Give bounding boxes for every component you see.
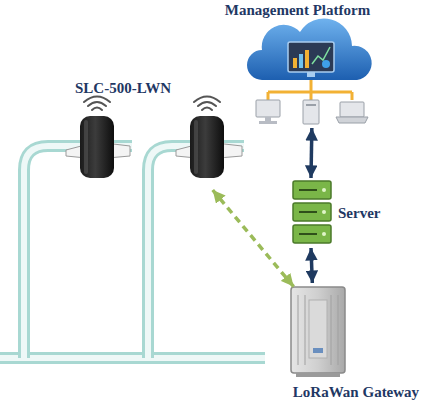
node-label: SLC-500-LWN	[75, 80, 245, 97]
server-node: Server	[290, 178, 390, 248]
gateway-device	[291, 287, 345, 377]
computer-stand	[265, 117, 271, 121]
server-stack	[293, 181, 331, 243]
gateway-bracket	[296, 373, 340, 377]
server-led	[322, 188, 326, 192]
gateway-body	[291, 287, 345, 373]
lamp-left	[66, 97, 130, 179]
wire	[267, 92, 270, 100]
pole-outline	[148, 146, 244, 358]
wifi-arc	[194, 97, 220, 103]
wireless-link	[213, 190, 294, 287]
chart-bar	[299, 54, 303, 68]
wifi-arc	[202, 108, 212, 111]
gateway-logo	[313, 348, 323, 353]
monitor-stand	[307, 72, 315, 77]
pole-outline	[24, 146, 132, 358]
cloud-shape	[247, 18, 372, 80]
network-wires	[268, 80, 352, 100]
server-led	[322, 210, 326, 214]
device-highlight	[194, 120, 198, 174]
node-label: LoRaWan Gateway	[278, 384, 434, 401]
wifi-arc	[198, 102, 216, 106]
chart-bar	[293, 58, 297, 68]
computer-tower	[303, 100, 319, 124]
chart-dot	[322, 60, 330, 68]
controller-node: SLC-500-LWN	[55, 80, 245, 190]
chart-bar	[305, 50, 309, 68]
network-link	[311, 248, 312, 283]
tower-slot	[306, 104, 316, 106]
wire	[310, 80, 313, 100]
pole-inner	[148, 146, 244, 358]
server-led	[322, 232, 326, 236]
ground-line-inner	[0, 355, 265, 361]
node-label: Server	[338, 205, 390, 222]
wifi-symbol	[84, 97, 110, 111]
gateway-panel	[309, 300, 327, 358]
laptop-base	[336, 117, 368, 123]
wire	[351, 92, 354, 100]
controller-device	[80, 116, 114, 178]
computer-monitor	[256, 100, 280, 117]
pole-inner	[24, 146, 132, 358]
wifi-arc	[88, 102, 106, 106]
laptop-screen	[340, 102, 364, 117]
node-label: Management Platform	[215, 2, 380, 19]
wifi-symbol	[194, 97, 220, 111]
platform-node: Management Platform	[215, 0, 380, 128]
monitor-screen	[288, 42, 334, 72]
controller-device	[190, 116, 224, 178]
network-link	[309, 128, 313, 178]
ground-line	[0, 352, 265, 364]
client-computers	[256, 100, 368, 124]
computer-base	[259, 121, 277, 124]
wifi-arc	[84, 97, 110, 103]
wire	[268, 91, 352, 94]
server-slot	[299, 190, 317, 234]
gateway-ribs	[298, 295, 338, 365]
street-poles	[0, 146, 265, 358]
cloud-platform	[247, 18, 372, 80]
wifi-arc	[92, 108, 102, 111]
device-highlight	[84, 120, 88, 174]
gateway-node: LoRaWan Gateway	[278, 283, 434, 403]
lamp-right	[176, 97, 242, 179]
